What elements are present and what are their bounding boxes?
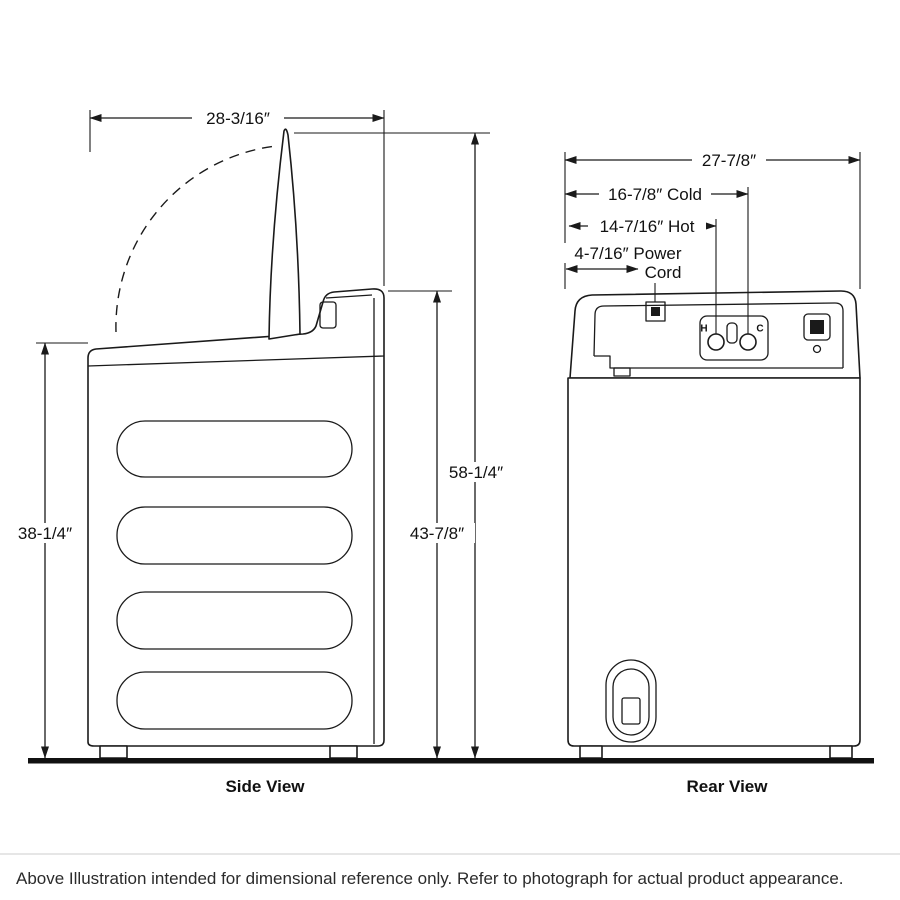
dim-cold-inlet: 16-7/8″ Cold: [564, 184, 749, 334]
washer-rear-body: [567, 377, 861, 747]
connector-screw: [812, 344, 822, 354]
dim-label-power-line1: 4-7/16″ Power: [574, 244, 681, 263]
hot-water-inlet: [707, 333, 725, 351]
dim-label-hot: 14-7/16″ Hot: [600, 217, 695, 236]
connector-frame: [803, 313, 831, 341]
drain-door: [621, 697, 641, 725]
console-top-line: [325, 294, 373, 299]
inlet-panel: [699, 315, 769, 361]
dim-side-width: 28-3/16″: [89, 108, 385, 286]
side-panels: [116, 420, 353, 730]
side-panel-groove: [116, 420, 353, 478]
water-inlet-cluster: H C: [699, 315, 769, 361]
dim-label-rear-width: 27-7/8″: [702, 151, 756, 170]
lid-swing-arc: [115, 145, 277, 333]
top-seam-line: [87, 355, 385, 367]
dim-label-height-total: 43-7/8″: [410, 524, 464, 543]
side-panel-groove: [116, 591, 353, 650]
washer-side-body: [87, 288, 385, 747]
footer-note: Above Illustration intended for dimensio…: [16, 869, 844, 888]
side-foot-front: [99, 745, 128, 759]
side-view-caption: Side View: [225, 777, 305, 796]
dim-label-power-line2: Cord: [645, 263, 682, 282]
rear-view: H C: [567, 290, 861, 759]
rear-foot-left: [579, 745, 603, 759]
side-panel-groove: [116, 671, 353, 730]
drain-pump-access: [605, 659, 657, 743]
cold-water-inlet: [739, 333, 757, 351]
lid-hinge: [319, 301, 337, 329]
side-foot-back: [329, 745, 358, 759]
inlet-divider-slot: [726, 322, 738, 344]
side-panel-groove: [116, 506, 353, 565]
connector-port: [810, 320, 824, 334]
dim-label-side-width: 28-3/16″: [206, 109, 270, 128]
cold-port-label: C: [756, 324, 763, 335]
dim-label-height-lid-open: 58-1/4″: [449, 463, 503, 482]
rear-right-connector: [803, 313, 831, 354]
dim-hot-inlet: 14-7/16″ Hot: [568, 216, 717, 334]
side-view: [87, 128, 385, 759]
rear-cap-tab: [613, 367, 631, 377]
power-cord-outlet: [651, 307, 660, 316]
rear-foot-right: [829, 745, 853, 759]
dim-height-lid-open: 58-1/4″: [294, 132, 514, 759]
rear-view-caption: Rear View: [687, 777, 769, 796]
hot-port-label: H: [700, 324, 707, 335]
drain-inner: [612, 668, 650, 736]
floor-line: [28, 758, 874, 764]
drain-outer: [605, 659, 657, 743]
dim-power-cord: 4-7/16″ Power Cord: [564, 243, 692, 302]
dim-label-height-body: 38-1/4″: [18, 524, 72, 543]
rear-cap-inner-line: [593, 302, 844, 369]
dim-rear-width: 27-7/8″: [564, 150, 861, 289]
dim-height-body: 38-1/4″: [6, 342, 88, 759]
dim-label-cold: 16-7/8″ Cold: [608, 185, 702, 204]
dim-height-total: 43-7/8″: [388, 290, 475, 759]
open-lid: [268, 128, 301, 340]
